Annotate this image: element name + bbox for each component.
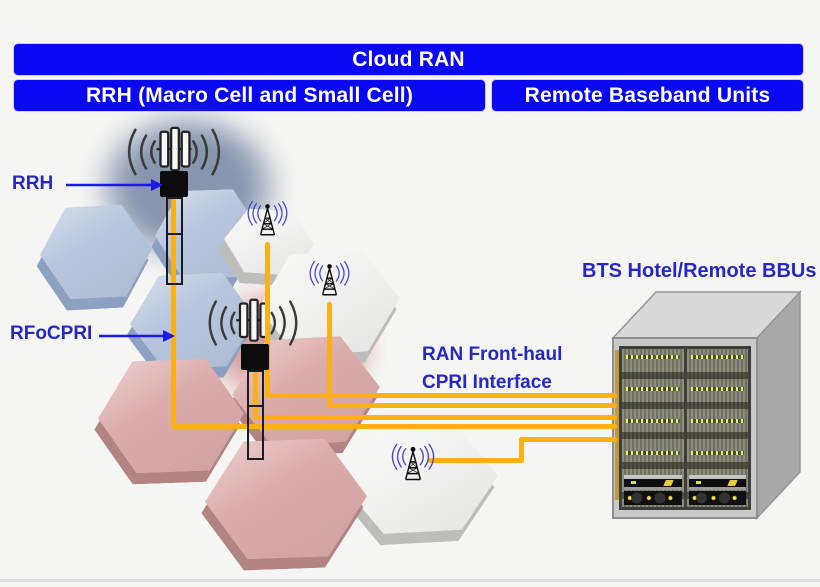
cpri-cable-smallcell3-run1 bbox=[428, 458, 524, 463]
macro-rrh-antenna-icon bbox=[194, 296, 312, 350]
rrh-unit-box bbox=[241, 344, 269, 370]
remote-baseband-units-label: Remote Baseband Units bbox=[524, 83, 771, 107]
rrh-unit-box bbox=[160, 171, 188, 197]
rfocpri-label: RFoCPRI bbox=[10, 323, 93, 344]
rack-cable-duct bbox=[615, 350, 619, 500]
cpri-cable-smallcell1-run bbox=[265, 393, 617, 398]
bbu-shelf-column bbox=[622, 349, 684, 507]
rrh-section-bar: RRH (Macro Cell and Small Cell) bbox=[13, 79, 486, 112]
cpri-cable-smallcell1-drop bbox=[265, 242, 270, 398]
fronthaul-label: RAN Front-haul CPRI Interface bbox=[422, 344, 562, 394]
cpri-cable-macro2-run bbox=[253, 415, 617, 420]
cloud-ran-title-bar: Cloud RAN bbox=[13, 43, 804, 76]
cloud-ran-title: Cloud RAN bbox=[352, 47, 465, 71]
small-cell-tower-icon bbox=[244, 198, 291, 248]
cpri-cable-smallcell3-riser bbox=[519, 437, 524, 463]
cpri-cable-macro1-drop bbox=[171, 198, 176, 428]
bbu-fan-tray bbox=[688, 491, 746, 505]
antenna-pole bbox=[166, 197, 183, 285]
small-cell-tower-icon bbox=[306, 258, 353, 308]
bbu-fan-tray bbox=[624, 491, 682, 505]
rrh-label: RRH bbox=[12, 173, 54, 194]
cpri-cable-smallcell3-run2 bbox=[519, 437, 617, 442]
cpri-cable-macro1-run bbox=[171, 424, 617, 429]
bbu-display-unit bbox=[688, 475, 746, 490]
bts-hotel-title: BTS Hotel/Remote BBUs bbox=[582, 260, 817, 282]
bbu-shelf-column bbox=[686, 349, 748, 507]
page-bottom-edge bbox=[0, 579, 820, 582]
hex-cell-pink-bottom bbox=[203, 437, 369, 561]
small-cell-tower-icon bbox=[388, 440, 438, 494]
remote-baseband-units-bar: Remote Baseband Units bbox=[491, 79, 804, 112]
rfocpri-arrow bbox=[99, 330, 175, 342]
antenna-pole bbox=[247, 370, 264, 460]
bbu-rack bbox=[585, 290, 803, 522]
cpri-cable-smallcell2-run bbox=[327, 403, 617, 408]
rrh-section-label: RRH (Macro Cell and Small Cell) bbox=[85, 83, 414, 107]
cpri-cable-macro2-drop bbox=[253, 372, 258, 420]
rrh-arrow bbox=[66, 179, 163, 191]
fronthaul-label-line1: RAN Front-haul bbox=[422, 344, 563, 365]
bbu-display-unit bbox=[624, 475, 682, 490]
cpri-cable-smallcell2-drop bbox=[327, 302, 332, 408]
bbu-rack-interior bbox=[619, 346, 751, 510]
fronthaul-label-line2: CPRI Interface bbox=[422, 372, 552, 393]
